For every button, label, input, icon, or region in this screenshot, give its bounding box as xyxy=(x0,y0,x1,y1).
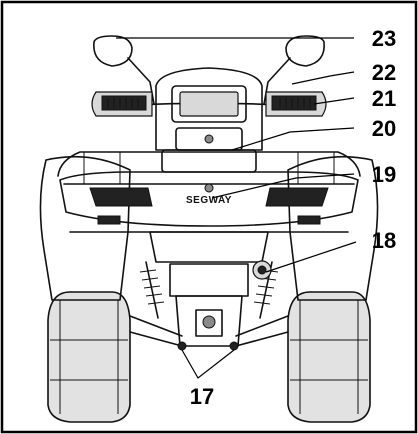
right-rear-tire xyxy=(287,291,371,423)
brand-logo-text: SEGWAY xyxy=(186,195,232,206)
callout-20: 20 xyxy=(372,116,396,141)
leader-20 xyxy=(231,127,355,151)
left-mirror xyxy=(93,35,155,105)
callout-23: 23 xyxy=(372,26,396,51)
instrument-cluster xyxy=(155,67,263,151)
right-tail-light xyxy=(265,187,329,207)
leader-22 xyxy=(291,71,355,85)
callout-17: 17 xyxy=(190,384,214,409)
left-hand-guard xyxy=(91,91,153,117)
left-tail-light xyxy=(89,187,153,207)
leader-19 xyxy=(211,173,355,199)
leader-21 xyxy=(313,97,355,105)
leader-18 xyxy=(265,241,357,273)
right-mirror xyxy=(263,35,325,105)
accessory-socket xyxy=(252,260,272,280)
callout-leaders xyxy=(116,37,357,379)
left-rear-shock xyxy=(139,261,165,319)
left-rear-tire xyxy=(47,291,131,423)
rear-frame xyxy=(69,215,349,297)
right-hand-guard xyxy=(265,91,327,117)
tow-hitch xyxy=(195,309,223,337)
callout-19: 19 xyxy=(372,162,396,187)
callout-18: 18 xyxy=(372,228,396,253)
rear-storage-box xyxy=(161,149,257,173)
brand-emblem: SEGWAY xyxy=(186,183,232,206)
callout-21: 21 xyxy=(372,86,396,111)
leader-17 xyxy=(181,349,235,379)
callout-22: 22 xyxy=(372,60,396,85)
